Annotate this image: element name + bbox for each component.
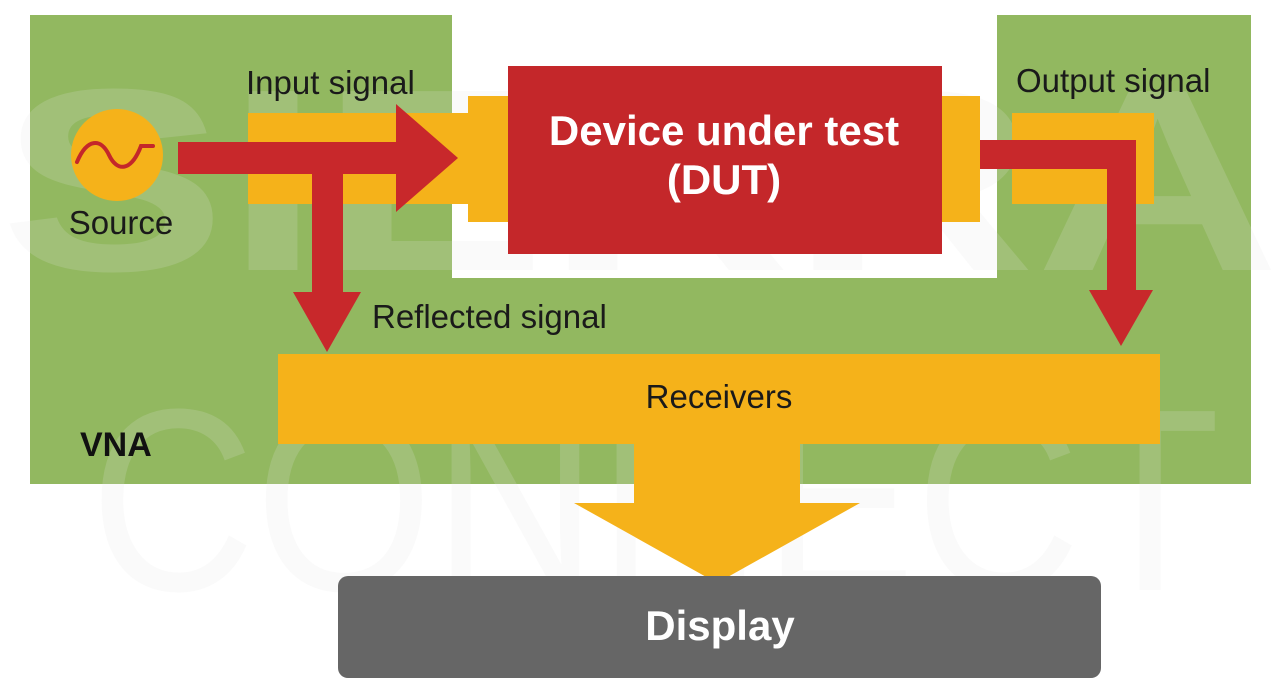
reflected-signal-label: Reflected signal: [372, 298, 607, 335]
input-signal-arrow: [178, 104, 458, 212]
display-box: [338, 576, 1101, 678]
receivers-bar: [278, 354, 1160, 444]
output-signal-arrow: [980, 140, 1153, 346]
receivers-label: Receivers: [646, 378, 793, 415]
vna-label: VNA: [80, 426, 152, 464]
input-signal-label: Input signal: [246, 64, 415, 101]
source-label: Source: [69, 204, 174, 241]
dut-label-line1: Device under test: [549, 107, 899, 154]
display-label: Display: [645, 602, 795, 649]
output-signal-label: Output signal: [1016, 62, 1210, 99]
dut-box: [508, 66, 942, 254]
source-icon: [71, 109, 163, 201]
reflected-signal-arrow: [293, 174, 361, 352]
dut-label-line2: (DUT): [667, 156, 781, 203]
receivers-to-display-arrow: [574, 444, 860, 583]
